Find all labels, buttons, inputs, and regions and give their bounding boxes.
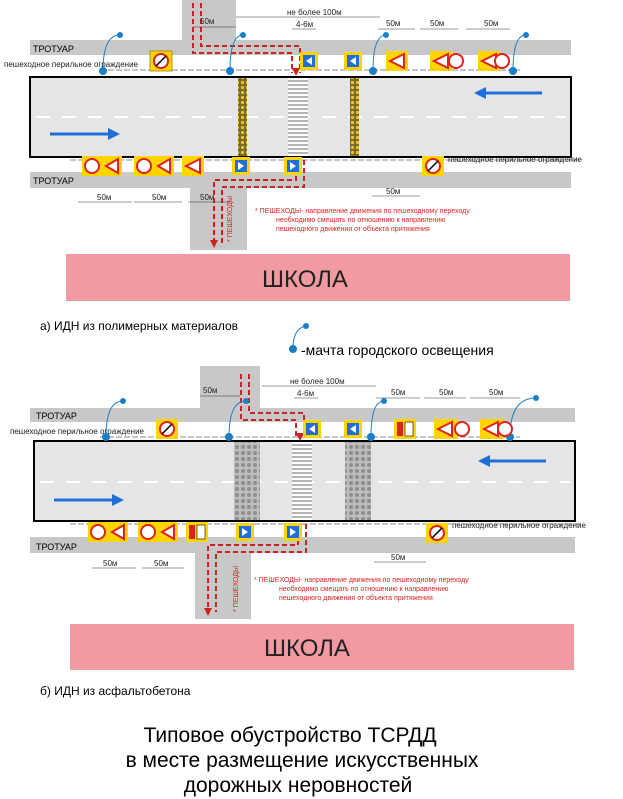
road-sign-icon xyxy=(434,419,470,439)
scheme-a: 50м не более 100м 4-6м 50м 50м 50м 50м 5… xyxy=(4,0,583,301)
school-corridor xyxy=(195,553,251,619)
dist-label: 50м xyxy=(386,187,400,196)
note-line: * ПЕШЕХОДЫ- направление движения по пеше… xyxy=(254,577,469,584)
legend-label: -мачта городского освещения xyxy=(301,342,494,358)
road-sign-icon xyxy=(426,523,448,543)
railing-label: пешеходное перильное ограждение xyxy=(448,155,583,164)
dist-label: 50м xyxy=(200,17,214,26)
school-building xyxy=(66,254,570,301)
speed-bump-icon xyxy=(238,78,247,156)
title-line: Типовое обустройство ТСРДД xyxy=(143,724,436,747)
school-building xyxy=(70,624,574,670)
note-line: * ПЕШЕХОДЫ- направление движения по пеше… xyxy=(255,208,470,215)
speed-bump-icon xyxy=(345,442,371,520)
road-sign-icon xyxy=(156,419,178,439)
traffic-arrow-icon xyxy=(478,455,546,467)
title-line: в месте размещение искусственных xyxy=(126,749,479,772)
road-sign-icon xyxy=(232,157,250,175)
railing-label: пешеходное перильное ограждение xyxy=(452,521,587,530)
road-sign-icon xyxy=(134,156,174,176)
road-sign-icon xyxy=(386,51,408,71)
school-label: ШКОЛА xyxy=(262,266,348,293)
dist-label: 50м xyxy=(439,388,453,397)
dist-label: 50м xyxy=(391,388,405,397)
road-sign-icon xyxy=(394,419,416,439)
railing-label: пешеходное перильное ограждение xyxy=(4,60,139,69)
lamp-pole-icon xyxy=(289,323,309,353)
speed-bump-icon xyxy=(350,78,359,156)
note-line: необходимо смещать по отношению к направ… xyxy=(276,216,445,224)
sidewalk-label: ТРОТУАР xyxy=(36,542,77,552)
dist-label: не более 100м xyxy=(287,8,342,17)
traffic-arrow-icon xyxy=(474,87,542,99)
title-line: дорожных неровностей xyxy=(184,774,413,797)
road-sign-icon xyxy=(236,523,254,541)
pedestrians-label: * ПЕШЕХОДЫ xyxy=(233,566,240,612)
sidewalk-label: ТРОТУАР xyxy=(33,176,74,186)
note-line: пешеходного движения от объекта притяжен… xyxy=(279,594,433,602)
road-sign-icon xyxy=(82,156,122,176)
caption-a: а) ИДН из полимерных материалов xyxy=(40,319,238,333)
road-sign-icon xyxy=(303,420,321,438)
dist-label: не более 100м xyxy=(290,377,345,386)
note-line: пешеходного движения от объекта притяжен… xyxy=(276,225,430,233)
dist-label: 50м xyxy=(103,559,117,568)
dist-label: 50м xyxy=(152,193,166,202)
road-sign-icon xyxy=(138,522,178,542)
road-sign-icon xyxy=(186,522,208,542)
road-sign-icon xyxy=(480,419,513,439)
road-sign-icon xyxy=(284,523,302,541)
scheme-b: 50м не более 100м 4-6м 50м 50м 50м 50м 5… xyxy=(10,366,587,670)
speed-bump-icon xyxy=(234,442,260,520)
school-corridor xyxy=(190,188,247,250)
sidewalk-label: ТРОТУАР xyxy=(36,411,77,421)
dist-label: 50м xyxy=(484,19,498,28)
dist-label: 50м xyxy=(203,386,217,395)
road-sign-icon xyxy=(88,522,128,542)
note-line: необходимо смещать по отношению к направ… xyxy=(279,585,448,593)
dist-label: 4-6м xyxy=(297,389,314,398)
dist-label: 50м xyxy=(154,559,168,568)
crosswalk-icon xyxy=(288,78,308,156)
road-sign-icon xyxy=(344,420,362,438)
dist-label: 50м xyxy=(489,388,503,397)
road-sign-icon xyxy=(430,51,464,71)
building-passage xyxy=(182,0,236,40)
dist-label: 4-6м xyxy=(296,20,313,29)
road-sign-icon xyxy=(478,51,510,71)
road-sign-icon xyxy=(182,156,204,176)
sidewalk-label: ТРОТУАР xyxy=(33,44,74,54)
traffic-arrow-icon xyxy=(54,494,124,506)
school-label: ШКОЛА xyxy=(264,635,350,662)
dist-label: 50м xyxy=(97,193,111,202)
railing-label: пешеходное перильное ограждение xyxy=(10,427,145,436)
road-sign-icon xyxy=(344,52,362,70)
road-sign-icon xyxy=(284,157,302,175)
dist-label: 50м xyxy=(391,553,405,562)
dist-label: 50м xyxy=(430,19,444,28)
traffic-arrow-icon xyxy=(50,128,120,140)
road-sign-icon xyxy=(300,52,318,70)
crosswalk-icon xyxy=(292,442,312,520)
dist-label: 50м xyxy=(200,193,214,202)
road-sign-icon xyxy=(149,50,173,72)
dist-label: 50м xyxy=(386,19,400,28)
sidewalk-top xyxy=(30,408,575,422)
pedestrians-label: * ПЕШЕХОДЫ xyxy=(227,196,234,242)
caption-b: б) ИДН из асфальтобетона xyxy=(40,684,191,698)
road-sign-icon xyxy=(422,156,444,176)
